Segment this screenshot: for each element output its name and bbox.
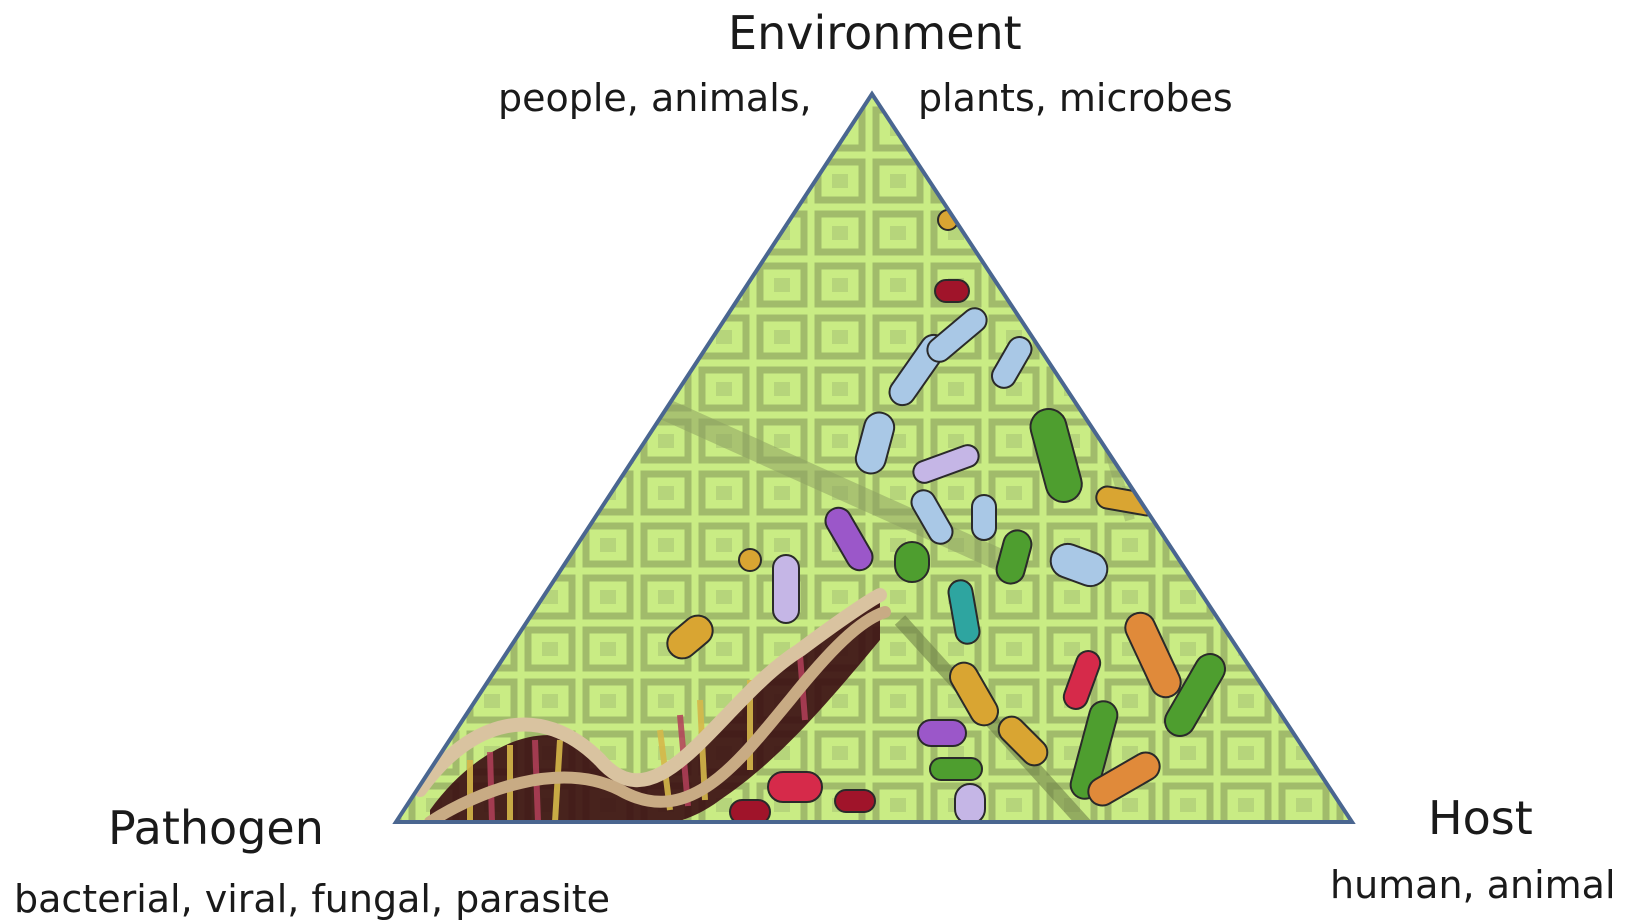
microbe [895, 542, 929, 582]
environment-examples-left: people, animals, [498, 79, 812, 117]
microbe [739, 549, 761, 571]
microbe [930, 758, 982, 780]
microbe [955, 784, 985, 824]
microbe [918, 720, 966, 746]
pathogen-label: Pathogen [108, 805, 324, 851]
microbe [835, 790, 875, 812]
triangle-texture [380, 80, 1370, 840]
microbe [972, 495, 996, 540]
microbe [935, 280, 969, 302]
host-examples: human, animal [1330, 866, 1616, 904]
microbe [768, 772, 822, 802]
host-label: Host [1428, 795, 1533, 841]
pathogen-examples: bacterial, viral, fungal, parasite [14, 880, 610, 918]
microbe [773, 555, 799, 623]
environment-examples-right: plants, microbes [918, 79, 1233, 117]
environment-label: Environment [728, 10, 1022, 56]
